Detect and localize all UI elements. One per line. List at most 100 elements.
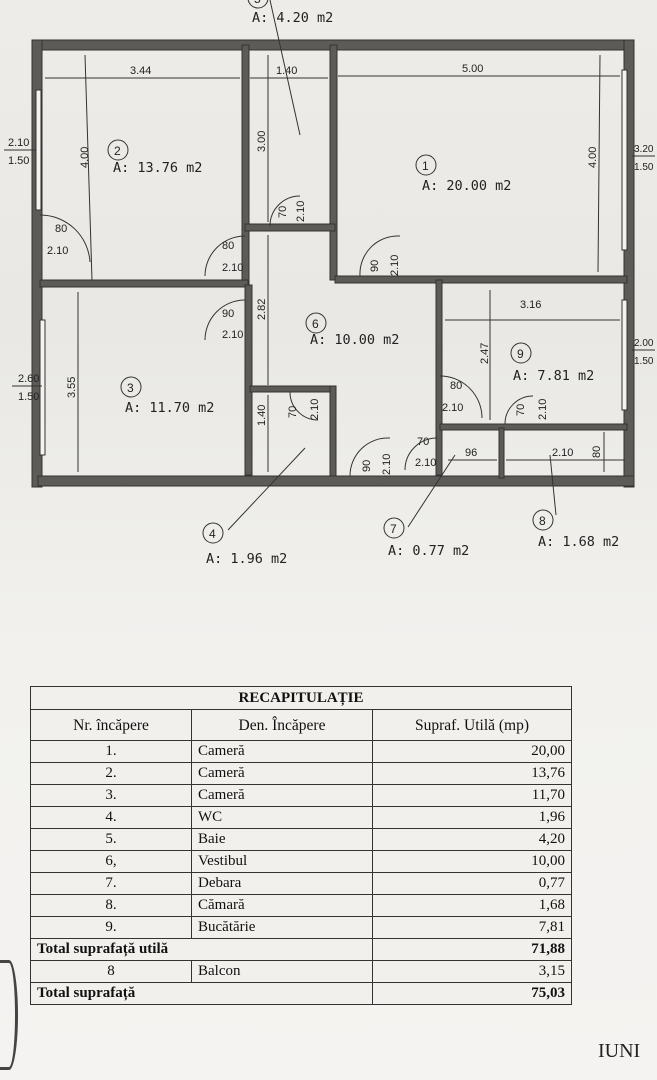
window-height: 1.50: [634, 162, 654, 173]
row-nr: 8: [30, 960, 192, 983]
door-width: 90: [369, 260, 381, 272]
door-width: 80: [222, 240, 234, 252]
dimension-label: 2.82: [256, 299, 268, 320]
window-height: 1.50: [8, 155, 29, 167]
floor-plan: 1 2 3 4 5 6 7 8 9 A: 20.00 m2 A: 13.76 m…: [4, 0, 655, 567]
total-useful-value: 71,88: [372, 938, 572, 961]
dimension-labels: 3.44 1.40 5.00 4.00 3.00 4.00 2.82 3.16 …: [66, 63, 603, 459]
row-area: 20,00: [372, 740, 572, 763]
row-nr: 2.: [30, 762, 192, 785]
row-name: Cămară: [191, 894, 373, 917]
column-header-area: Supraf. Utilă (mp): [372, 709, 572, 741]
room-area-9: A: 7.81 m2: [513, 368, 594, 384]
dimension-label: 3.16: [520, 299, 541, 311]
column-header-nr: Nr. încăpere: [30, 709, 192, 741]
door-labels: 80 2.10 80 2.10 70 2.10 90 2.10 90 2.10 …: [47, 201, 549, 475]
row-name: Cameră: [191, 740, 373, 763]
window-height: 1.50: [18, 391, 39, 403]
room-area-4: A: 1.96 m2: [206, 551, 287, 567]
dimension-label: 3.44: [130, 65, 151, 77]
row-name: Baie: [191, 828, 373, 851]
window-height: 1.50: [634, 356, 654, 367]
column-header-name: Den. Încăpere: [191, 709, 373, 741]
dimension-label: 5.00: [462, 63, 483, 75]
room-number-3: 3: [127, 381, 134, 395]
table-title: RECAPITULAȚIE: [30, 686, 572, 710]
room-number-7: 7: [390, 522, 397, 536]
room-area-6: A: 10.00 m2: [310, 332, 399, 348]
door-height: 2.10: [415, 457, 436, 469]
room-markers: 1 2 3 4 5 6 7 8 9: [107, 0, 554, 544]
window-width: 3.20: [634, 144, 654, 155]
row-name: Vestibul: [191, 850, 373, 873]
room-area-2: A: 13.76 m2: [113, 160, 202, 176]
row-nr: 6,: [30, 850, 192, 873]
row-area: 0,77: [372, 872, 572, 895]
door-height: 2.10: [442, 402, 463, 414]
row-nr: 5.: [30, 828, 192, 851]
dimension-label: 3.55: [66, 377, 78, 398]
room-number-6: 6: [312, 317, 319, 331]
walls: [31, 39, 635, 488]
row-area: 10,00: [372, 850, 572, 873]
total-label: Total suprafață: [30, 982, 373, 1005]
dimension-lines: [45, 0, 625, 531]
dimension-label: 2.47: [479, 343, 491, 364]
door-height: 2.10: [381, 454, 393, 475]
stamp: [0, 960, 18, 1070]
window-labels: 2.10 1.50 3.20 1.50 2.00 1.50 2.60 1.50: [4, 137, 655, 403]
row-area: 3,15: [372, 960, 572, 983]
room-number-4: 4: [209, 527, 216, 541]
room-number-8: 8: [539, 514, 546, 528]
total-value: 75,03: [372, 982, 572, 1005]
door-width: 70: [277, 206, 289, 218]
room-number-2: 2: [114, 144, 121, 158]
window-width: 2.10: [8, 137, 29, 149]
room-area-5: A: 4.20 m2: [252, 10, 333, 26]
dimension-label: 4.00: [587, 147, 599, 168]
door-height: 2.10: [222, 262, 243, 274]
door-height: 2.10: [309, 399, 321, 420]
window-width: 2.60: [18, 373, 39, 385]
row-area: 1,68: [372, 894, 572, 917]
row-nr: 7.: [30, 872, 192, 895]
row-name: Cameră: [191, 762, 373, 785]
room-area-1: A: 20.00 m2: [422, 178, 511, 194]
door-height: 2.10: [389, 255, 401, 276]
row-nr: 1.: [30, 740, 192, 763]
dimension-label: 4.00: [79, 147, 91, 168]
row-name: Debara: [191, 872, 373, 895]
total-useful-label: Total suprafață utilă: [30, 938, 373, 961]
room-area-8: A: 1.68 m2: [538, 534, 619, 550]
door-height: 2.10: [295, 201, 307, 222]
dimension-label: 1.40: [256, 405, 268, 426]
dimension-label: 96: [465, 447, 477, 459]
row-area: 11,70: [372, 784, 572, 807]
door-width: 90: [361, 460, 373, 472]
row-nr: 8.: [30, 894, 192, 917]
row-name: WC: [191, 806, 373, 829]
door-width: 90: [222, 308, 234, 320]
door-height: 2.10: [537, 399, 549, 420]
room-number-5: 5: [254, 0, 261, 6]
recap-table: RECAPITULAȚIE Nr. încăpere Den. Încăpere…: [30, 686, 572, 1005]
row-area: 4,20: [372, 828, 572, 851]
room-area-3: A: 11.70 m2: [125, 400, 214, 416]
door-width: 80: [55, 223, 67, 235]
door-width: 70: [417, 436, 429, 448]
door-width: 80: [450, 380, 462, 392]
door-width: 70: [515, 404, 527, 416]
row-name: Bucătărie: [191, 916, 373, 939]
room-areas: A: 20.00 m2 A: 13.76 m2 A: 11.70 m2 A: 1…: [113, 10, 619, 567]
row-name: Cameră: [191, 784, 373, 807]
row-nr: 4.: [30, 806, 192, 829]
